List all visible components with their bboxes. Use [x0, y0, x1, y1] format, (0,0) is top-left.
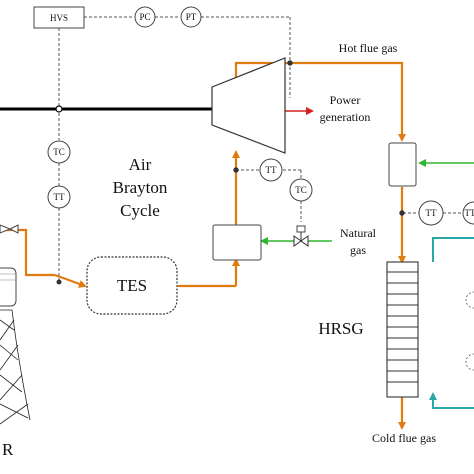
tt-instrument-edge: TT	[462, 201, 474, 225]
tt-instrument-hrsg: TT	[418, 200, 444, 226]
svg-text:TT: TT	[266, 165, 277, 175]
hrsg-label: HRSG	[318, 319, 363, 338]
svg-text:PT: PT	[186, 12, 197, 22]
power-generation-label-1: Power	[330, 93, 361, 107]
natural-gas-label-2: gas	[350, 243, 366, 257]
control-signal-lines	[58, 16, 462, 282]
tc-instrument-turbine: TC	[289, 178, 313, 202]
heliostat-icon	[0, 224, 19, 234]
svg-text:PC: PC	[139, 12, 150, 22]
natural-gas-label-1: Natural	[340, 226, 377, 240]
hvs-box	[33, 6, 85, 29]
edge-equipment-circle	[465, 291, 474, 309]
solar-receiver-tank	[0, 267, 17, 307]
svg-text:TC: TC	[53, 147, 65, 157]
svg-text:TT: TT	[54, 192, 65, 202]
tower-lattice	[0, 309, 31, 425]
cycle-label-3: Cycle	[120, 201, 160, 220]
svg-text:TT: TT	[465, 208, 474, 218]
hrsg-unit	[386, 261, 419, 398]
signal-junction-dots	[56, 60, 405, 285]
tower-label-partial: R	[2, 440, 14, 459]
cycle-label-2: Brayton	[113, 178, 168, 197]
cycle-label-1: Air	[129, 155, 152, 174]
water-outlet-line	[432, 237, 474, 262]
hvs-label: HVS	[50, 13, 68, 23]
power-generation-label-2: generation	[320, 110, 371, 124]
tt-instrument-turbine: TT	[259, 158, 283, 182]
combustor	[212, 224, 262, 261]
cold-flue-gas-label: Cold flue gas	[372, 431, 436, 445]
svg-text:TT: TT	[426, 208, 437, 218]
water-inlet-line	[429, 392, 474, 409]
tt-instrument-left: TT	[47, 185, 71, 209]
pc-instrument: PC	[134, 6, 156, 28]
gas-turbine	[211, 57, 286, 154]
tc-instrument-left: TC	[47, 140, 71, 164]
hot-flue-gas-label: Hot flue gas	[339, 41, 398, 55]
svg-text:TC: TC	[295, 185, 307, 195]
tes-label: TES	[117, 276, 147, 295]
natural-gas-valve	[293, 225, 309, 247]
duct-burner	[388, 142, 417, 187]
pt-instrument: PT	[180, 6, 202, 28]
tes-storage	[86, 256, 178, 315]
shaft-junction-dot	[55, 105, 63, 113]
edge-equipment-circle-2	[465, 353, 474, 371]
